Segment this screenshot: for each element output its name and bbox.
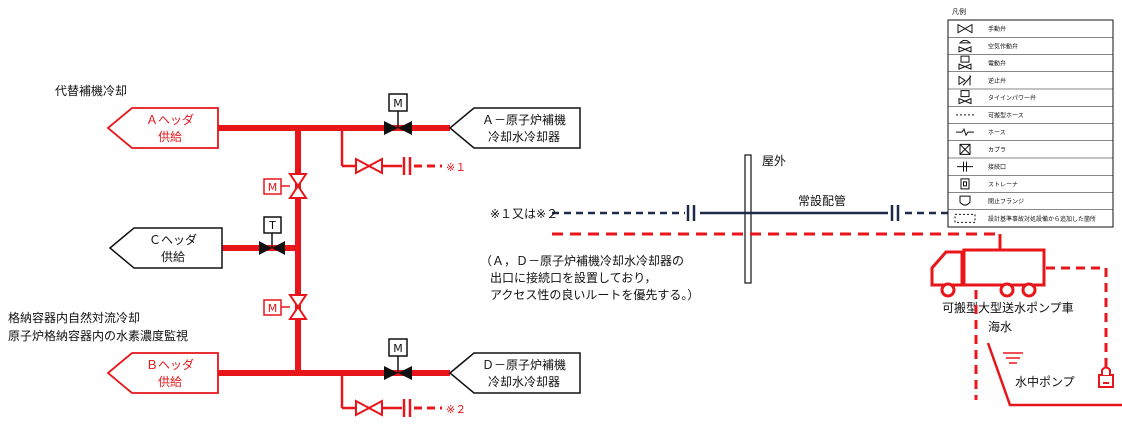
legend-item-label: タイインパワー弁 bbox=[988, 94, 1036, 102]
note1-label: ※１ bbox=[446, 161, 466, 174]
manual-valve-note2-left bbox=[355, 399, 372, 417]
motor-mark-lower: M bbox=[268, 302, 278, 315]
legend-item-label: 可搬型ホース bbox=[988, 111, 1024, 119]
t-mark-c: T bbox=[268, 219, 276, 232]
legend-item-label: 空気作動弁 bbox=[988, 42, 1018, 50]
a-header-line1: Ａヘッダ bbox=[146, 112, 194, 127]
c-header-line2: 供給 bbox=[161, 250, 185, 264]
motor-box-upper bbox=[263, 178, 282, 195]
design-basis-boundary-icon bbox=[954, 213, 976, 223]
a-cooler-line1: Ａ－原子炉補機 bbox=[482, 112, 566, 127]
note-either-label: ※１又は※２ bbox=[490, 207, 558, 221]
c-header-box bbox=[108, 227, 223, 269]
vertical-valve-upper-bottom bbox=[288, 184, 308, 199]
note2-label: ※２ bbox=[446, 403, 466, 416]
water-level-icon bbox=[1003, 352, 1023, 364]
permanent-pipe-label: 常設配管 bbox=[798, 193, 846, 208]
seawater-label: 海水 bbox=[988, 319, 1012, 334]
motor-valve-icon bbox=[958, 55, 972, 70]
legend-item-label: 電動弁 bbox=[988, 60, 1006, 68]
explain-line1: （Ａ，Ｄ－原子炉補機冷却水冷却器の bbox=[480, 253, 684, 268]
a-header-line2: 供給 bbox=[158, 130, 182, 144]
legend-item-label: 接続口 bbox=[988, 163, 1006, 171]
pump-truck bbox=[930, 248, 1046, 298]
explain-line3: アクセス性の良いルートを優先する。） bbox=[490, 287, 699, 302]
legend-rows: 手動弁空気作動弁電動弁逆止弁タイインパワー弁可搬型ホースホースカプラ接続口ストレ… bbox=[948, 23, 1113, 223]
check-valve-icon bbox=[958, 75, 972, 86]
red-branches bbox=[340, 128, 402, 410]
legend-item-label: 手動弁 bbox=[988, 25, 1006, 33]
motor-valve-a bbox=[384, 93, 412, 135]
truck-wheel-rear1 bbox=[999, 282, 1015, 298]
legend-item-label: ストレーナ bbox=[988, 181, 1018, 188]
strainer-icon bbox=[960, 178, 970, 190]
t-valve-c bbox=[259, 216, 285, 255]
manual-valve-note1-left bbox=[355, 157, 372, 175]
legend-item-label: 逆止弁 bbox=[988, 77, 1006, 85]
legend-item-label: 閉止フランジ bbox=[988, 198, 1024, 206]
tie-power-valve-icon bbox=[958, 90, 972, 105]
hydrogen-monitor-label: 原子炉格納容器内の水素濃度監視 bbox=[8, 328, 188, 343]
legend-item-label: ホース bbox=[988, 130, 1006, 137]
motor-mark-a: M bbox=[393, 97, 403, 110]
d-cooler-line2: 冷却水冷却器 bbox=[488, 375, 560, 389]
manual-valve-note1-right bbox=[366, 157, 383, 175]
motor-box-lower bbox=[263, 299, 282, 316]
vertical-valve-upper-top bbox=[288, 173, 308, 188]
a-cooler-box bbox=[448, 107, 581, 149]
a-header-box bbox=[106, 107, 219, 149]
vertical-valve-lower-bottom bbox=[288, 305, 308, 320]
submersible-pump-label: 水中ポンプ bbox=[1015, 374, 1075, 389]
motor-mark-upper: M bbox=[268, 181, 278, 194]
d-cooler-box bbox=[448, 352, 581, 394]
cap-icon bbox=[959, 195, 971, 206]
truck-wheel-rear2 bbox=[1021, 282, 1037, 298]
manual-valve-icon bbox=[957, 23, 973, 34]
explain-line2: 出口に接続口を設置しており， bbox=[490, 270, 656, 285]
manual-valve-note2-right bbox=[366, 399, 383, 417]
pump-truck-label: 可搬型大型送水ポンプ車 bbox=[942, 300, 1074, 315]
connection-port-icon bbox=[957, 161, 973, 172]
hose-icon bbox=[956, 127, 974, 137]
a-cooler-line2: 冷却水冷却器 bbox=[488, 130, 560, 144]
truck-wheel-front bbox=[940, 282, 956, 298]
motor-valve-d bbox=[384, 338, 412, 380]
truck-cab bbox=[930, 250, 964, 287]
d-cooler-line1: Ｄ－原子炉補機 bbox=[482, 357, 566, 372]
b-header-line1: Ｂヘッダ bbox=[146, 357, 194, 372]
legend-item-label: 設計基準事故対処設備から追加した箇所 bbox=[988, 215, 1096, 223]
outdoor-label: 屋外 bbox=[762, 154, 786, 168]
natural-convection-label: 格納容器内自然対流冷却 bbox=[8, 310, 140, 325]
truck-body bbox=[962, 248, 1046, 287]
alt-cooling-label: 代替補機冷却 bbox=[55, 83, 127, 98]
legend-item-label: カプラ bbox=[988, 147, 1006, 154]
outdoor-wall bbox=[744, 154, 752, 284]
air-operated-valve-icon bbox=[958, 39, 972, 53]
c-header-line1: Ｃヘッダ bbox=[149, 232, 197, 247]
submersible-pump-icon bbox=[1098, 366, 1114, 388]
motor-mark-d: M bbox=[393, 342, 403, 355]
legend-title: 凡例 bbox=[952, 7, 966, 16]
sea-basin-outline bbox=[986, 342, 1122, 407]
coupler-icon bbox=[959, 143, 971, 155]
vertical-valve-lower-top bbox=[288, 294, 308, 309]
b-header-line2: 供給 bbox=[158, 375, 182, 389]
b-header-box bbox=[106, 352, 219, 394]
